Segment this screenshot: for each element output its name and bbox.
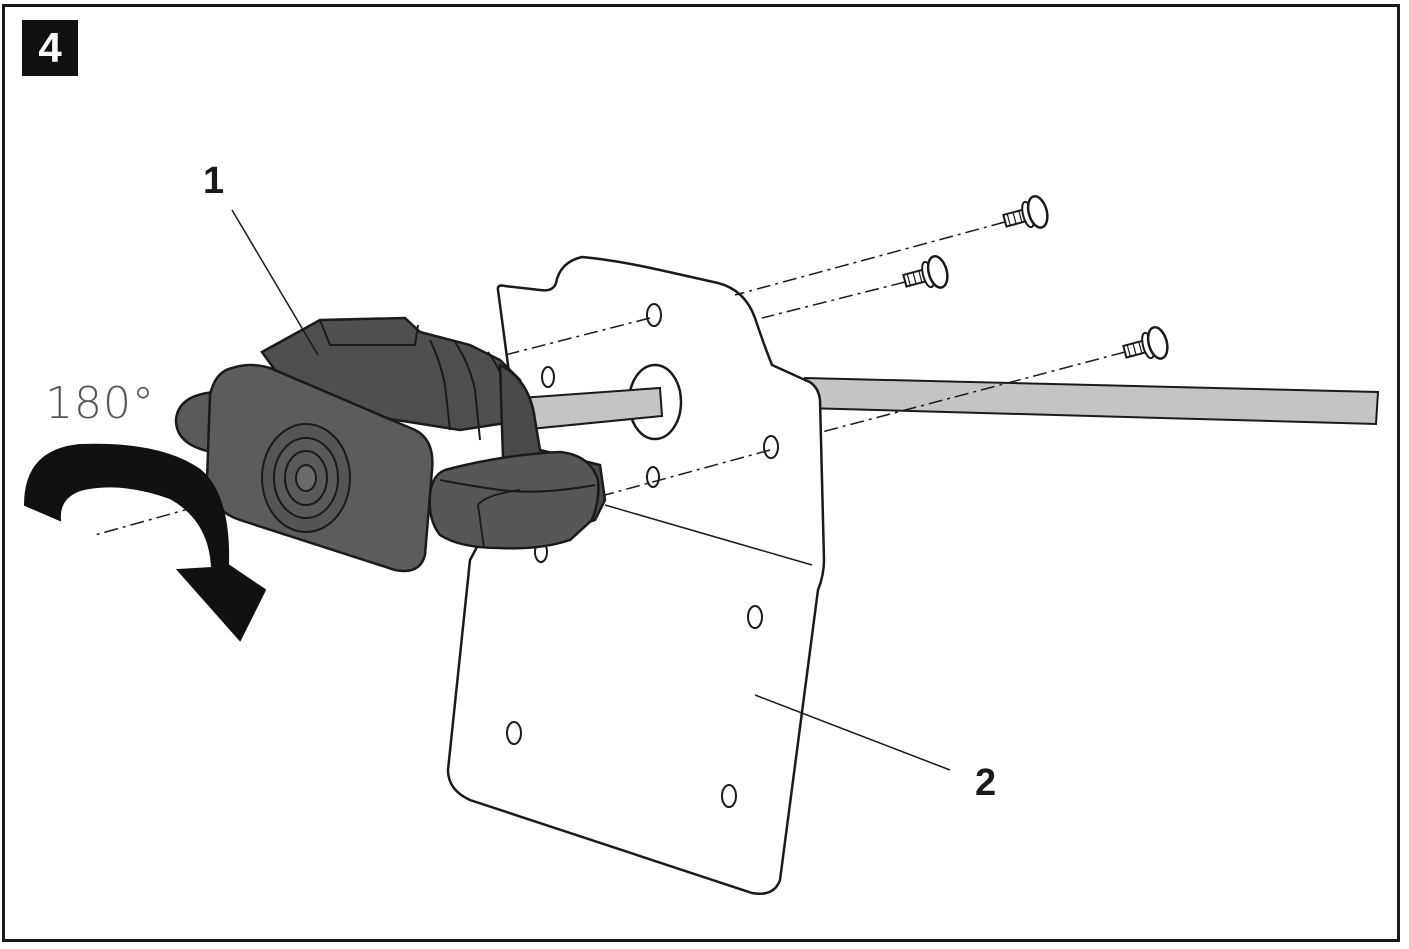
screw-hole [646,466,660,488]
screw-hole [506,721,522,745]
leader-line-bracket [604,504,813,566]
screw-hole [747,605,763,629]
step-number-badge: 4 [22,20,78,76]
mounting-bracket [446,255,826,895]
rotation-angle-label: 180° [45,378,155,429]
screw-hole [763,435,779,459]
part-label-1: 1 [203,160,225,202]
curved-arrow-icon [23,443,267,642]
screw-hole [721,784,737,808]
leader-line-1 [231,209,319,356]
figure-frame [2,4,1400,942]
screw-icon [1002,195,1049,229]
screw-hole [541,366,555,388]
screw-hole [646,303,662,327]
sensor-housing [174,316,607,573]
leader-line-2 [754,694,951,771]
screw-icon [902,255,949,289]
part-label-2: 2 [975,762,997,804]
screw-icon [1122,326,1169,360]
cable [804,376,1380,426]
